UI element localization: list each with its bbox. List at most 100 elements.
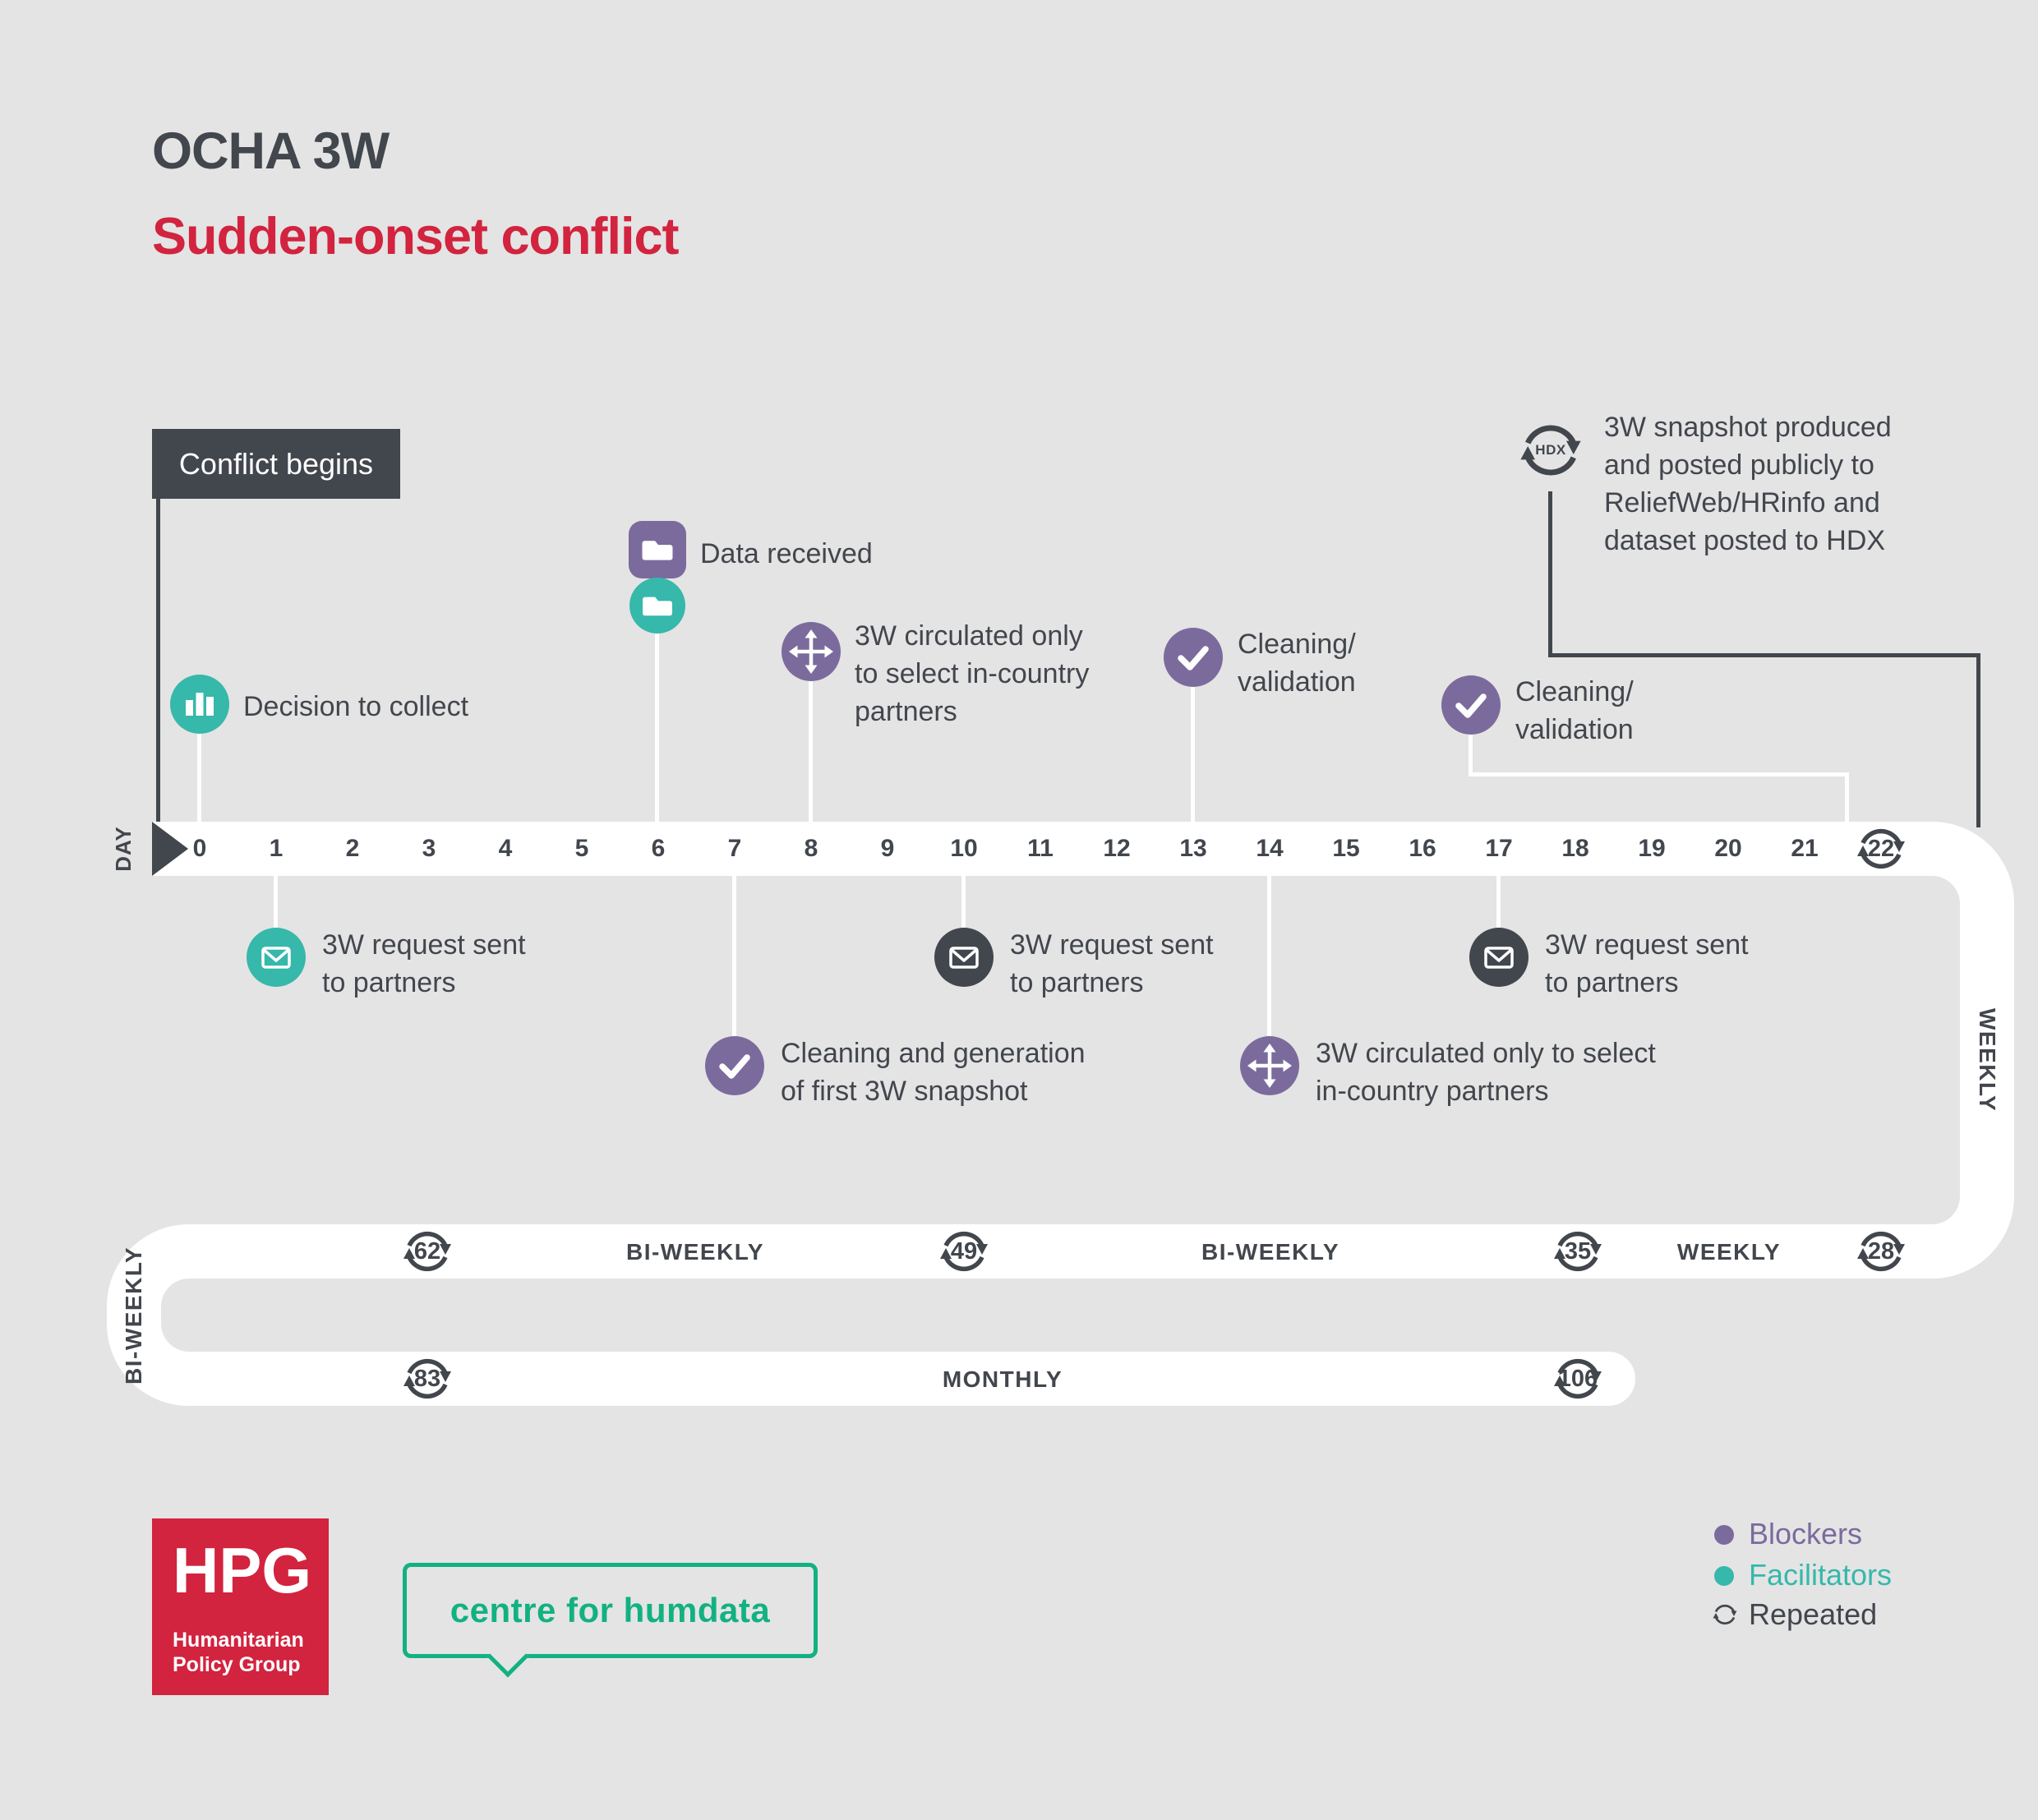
connector-line <box>1469 733 1473 776</box>
day-number: 106 <box>1557 1365 1598 1392</box>
page-subtitle: Sudden-onset conflict <box>152 208 679 265</box>
day-tick: 17 <box>1485 835 1513 862</box>
connector-line <box>732 876 736 1039</box>
day-tick: 15 <box>1332 835 1360 862</box>
segment-label-biweekly: BI-WEEKLY <box>1201 1239 1340 1265</box>
connector-line <box>1548 653 1980 657</box>
circulate-arrows-icon <box>782 622 841 681</box>
event-label: 3W circulated only to select in-country … <box>855 620 1090 727</box>
day-number: 28 <box>1867 1237 1895 1265</box>
day-tick: 7 <box>727 835 742 862</box>
day-tick: 14 <box>1256 835 1284 862</box>
day-tick: 19 <box>1638 835 1666 862</box>
repeat-day-22: 22 <box>1850 818 1912 880</box>
hdx-badge: HDX <box>1535 442 1566 458</box>
cycle-bar-row2 <box>353 1224 1796 1279</box>
day-number: 49 <box>950 1237 978 1265</box>
repeat-day-83: 83 <box>396 1348 459 1410</box>
event-label: 3W circulated only to select in-country … <box>1316 1038 1656 1107</box>
day-tick: 1 <box>269 835 284 862</box>
timeline-start-cap <box>152 822 188 876</box>
segment-label-biweekly: BI-WEEKLY <box>625 1239 765 1265</box>
hpg-acronym: HPG <box>173 1534 312 1606</box>
repeat-hdx-icon: HDX <box>1511 411 1590 490</box>
day-axis-label: DAY <box>110 826 136 872</box>
check-icon <box>1164 628 1223 687</box>
day-number: 62 <box>413 1237 441 1265</box>
connector-line <box>1976 653 1980 827</box>
legend-label-facilitators: Facilitators <box>1749 1558 1893 1592</box>
day-number: 83 <box>413 1365 441 1392</box>
cycle-bar-row3 <box>353 1352 1635 1406</box>
repeat-day-35: 35 <box>1547 1220 1609 1283</box>
connector-line <box>156 497 160 826</box>
day-tick: 16 <box>1409 835 1436 862</box>
event-label: Cleaning/ validation <box>1238 629 1356 698</box>
connector-line <box>197 731 201 826</box>
event-label: 3W request sent to partners <box>322 929 526 998</box>
day-number: 22 <box>1867 835 1895 862</box>
connector-line <box>1548 491 1552 656</box>
legend-label-repeated: Repeated <box>1749 1597 1878 1631</box>
connector-line <box>1496 876 1501 930</box>
repeat-day-62: 62 <box>396 1220 459 1283</box>
segment-label-weekly: WEEKLY <box>1676 1239 1782 1265</box>
day-tick: 4 <box>498 835 513 862</box>
conflict-begins-flag: Conflict begins <box>152 429 400 499</box>
connector-line <box>655 629 659 826</box>
legend-label-blockers: Blockers <box>1749 1517 1863 1550</box>
repeat-day-106: 106 <box>1547 1348 1609 1410</box>
day-tick: 8 <box>804 835 818 862</box>
event-label: 3W snapshot produced and posted publicly… <box>1604 412 1892 556</box>
repeat-icon <box>1709 1599 1741 1630</box>
facilitators-dot-icon <box>1714 1566 1734 1586</box>
envelope-icon <box>1469 928 1528 987</box>
timeline-bar <box>152 822 1796 876</box>
connector-line <box>1845 772 1849 826</box>
day-tick: 2 <box>345 835 360 862</box>
repeat-day-49: 49 <box>933 1220 995 1283</box>
day-tick: 12 <box>1103 835 1131 862</box>
check-icon <box>705 1036 764 1095</box>
circulate-arrows-icon <box>1240 1036 1299 1095</box>
segment-label-biweekly-vertical: BI-WEEKLY <box>121 1246 146 1385</box>
connector-line <box>1267 876 1271 1039</box>
day-number: 35 <box>1564 1237 1592 1265</box>
event-label: Decision to collect <box>243 691 469 722</box>
hpg-name: Humanitarian Policy Group <box>173 1629 304 1676</box>
day-tick: 11 <box>1027 835 1054 862</box>
humdata-logo: centre for humdata <box>403 1563 818 1658</box>
connector-line <box>1191 684 1195 826</box>
connector-line <box>809 679 813 827</box>
check-icon <box>1441 675 1501 735</box>
day-tick: 10 <box>950 835 978 862</box>
envelope-icon <box>247 928 306 987</box>
connector-line <box>274 876 278 930</box>
page-title: OCHA 3W <box>152 122 390 180</box>
folder-icon <box>629 578 685 634</box>
envelope-icon <box>934 928 994 987</box>
day-tick: 5 <box>574 835 589 862</box>
day-tick: 9 <box>880 835 895 862</box>
day-tick: 18 <box>1561 835 1589 862</box>
segment-label-monthly: MONTHLY <box>942 1366 1063 1392</box>
event-label: 3W request sent to partners <box>1010 929 1214 998</box>
event-label: Data received <box>700 538 873 569</box>
connector-line <box>1469 772 1849 776</box>
day-tick: 20 <box>1714 835 1742 862</box>
day-tick: 3 <box>422 835 436 862</box>
repeat-day-28: 28 <box>1850 1220 1912 1283</box>
day-tick: 21 <box>1791 835 1819 862</box>
hpg-logo: HPG Humanitarian Policy Group <box>152 1518 329 1695</box>
segment-label-weekly-vertical: WEEKLY <box>1975 1007 2000 1113</box>
folder-icon <box>629 521 686 578</box>
day-tick: 13 <box>1179 835 1207 862</box>
day-tick: 0 <box>192 835 207 862</box>
day-tick: 6 <box>651 835 666 862</box>
connector-line <box>961 876 966 930</box>
bar-chart-icon <box>170 675 229 734</box>
blockers-dot-icon <box>1714 1525 1734 1545</box>
event-label: Cleaning/ validation <box>1515 676 1634 745</box>
event-label: 3W request sent to partners <box>1545 929 1749 998</box>
